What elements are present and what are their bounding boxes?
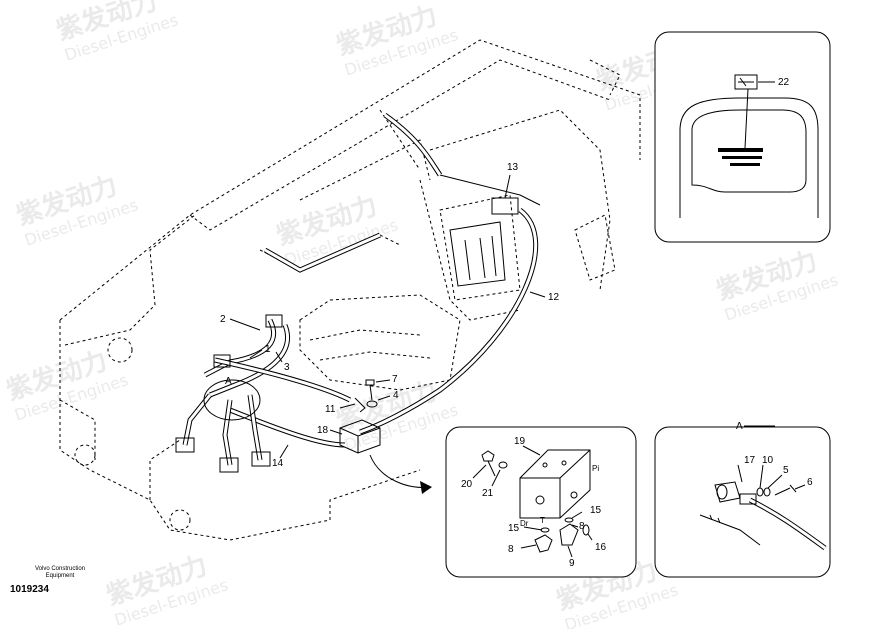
- oring-16: [582, 524, 590, 536]
- detail-a-label: A: [225, 376, 232, 387]
- callout-19: 19: [514, 436, 526, 447]
- callout-13: 13: [507, 162, 519, 173]
- pedal-fittings: [175, 314, 283, 473]
- watermark-tile: 紫发动力 Diesel-Engines: [273, 190, 401, 270]
- elbow-8: [534, 534, 553, 553]
- solenoid-block-18: [339, 419, 381, 454]
- inset-cab-frame: [654, 31, 831, 243]
- bolt-assembly: [354, 379, 378, 413]
- watermark-tile: 紫发动力 Diesel-Engines: [713, 245, 841, 325]
- callout-15a: 15: [590, 505, 602, 516]
- port-pi-label: Pi: [592, 464, 599, 473]
- callout-1: 1: [265, 344, 271, 355]
- part-number: 1019234: [10, 584, 49, 595]
- inset-detail-frame: [654, 426, 831, 578]
- callout-18: 18: [317, 425, 329, 436]
- watermark-tile: 紫发动力 Diesel-Engines: [13, 170, 141, 250]
- callout-4: 4: [393, 390, 399, 401]
- control-valve: [439, 174, 541, 301]
- inset-detail-title: A: [736, 421, 743, 432]
- footer-branding: Volvo Construction Equipment 1019234: [10, 566, 110, 595]
- callout-14: 14: [272, 458, 284, 469]
- port-t-label: T: [540, 516, 545, 525]
- callout-15b: 15: [508, 523, 520, 534]
- elbow-8b: [559, 523, 579, 546]
- bolt-20: [481, 450, 495, 462]
- detail-arrowhead: [420, 481, 432, 494]
- detail-a-marker: A: [203, 376, 261, 421]
- callout-16: 16: [595, 542, 607, 553]
- watermark-tile: 紫发动力 Diesel-Engines: [3, 345, 131, 425]
- brand-line-2: Equipment: [45, 573, 75, 579]
- cab-window-outer: [679, 97, 819, 218]
- decal-label: [718, 148, 763, 152]
- watermark-tile: 紫发动力 Diesel-Engines: [103, 550, 231, 630]
- washer-21: [498, 461, 508, 469]
- callout-3: 3: [284, 362, 290, 373]
- valve-block-19: [519, 449, 591, 519]
- callout-7: 7: [392, 374, 398, 385]
- callout-20: 20: [461, 479, 473, 490]
- brand-line-1: Volvo Construction: [34, 566, 86, 572]
- inset-block-frame: [445, 426, 637, 578]
- watermark-tile: 紫发动力 Diesel-Engines: [53, 0, 181, 65]
- cab-window-inner: [691, 109, 807, 193]
- machine-frame: [59, 39, 641, 541]
- callout-2: 2: [220, 314, 226, 325]
- fitting-6: [739, 493, 757, 505]
- callout-12: 12: [548, 292, 560, 303]
- callout-11: 11: [325, 404, 336, 415]
- decal-22: [734, 74, 758, 90]
- inset-detail-a: A 17 10 5 6: [654, 421, 831, 578]
- callout-22: 22: [778, 77, 790, 88]
- callout-6: 6: [807, 477, 813, 488]
- callout-8a: 8: [579, 521, 585, 532]
- main-callouts: 2 1 3 13 12 7 4 11 18 14: [220, 162, 560, 469]
- inset-valve-block: Pi Dr T 19 20 21 15 15 8 8 16 9: [445, 426, 637, 578]
- watermark-tile: 紫发动力 Diesel-Engines: [333, 0, 461, 80]
- callout-21: 21: [482, 488, 494, 499]
- callout-8b: 8: [508, 544, 514, 555]
- inset-cab: 22: [654, 31, 831, 243]
- callout-5: 5: [783, 465, 789, 476]
- port-dr-label: Dr: [520, 519, 529, 528]
- callout-10: 10: [762, 455, 774, 466]
- callout-17: 17: [744, 455, 756, 466]
- callout-9: 9: [569, 558, 575, 569]
